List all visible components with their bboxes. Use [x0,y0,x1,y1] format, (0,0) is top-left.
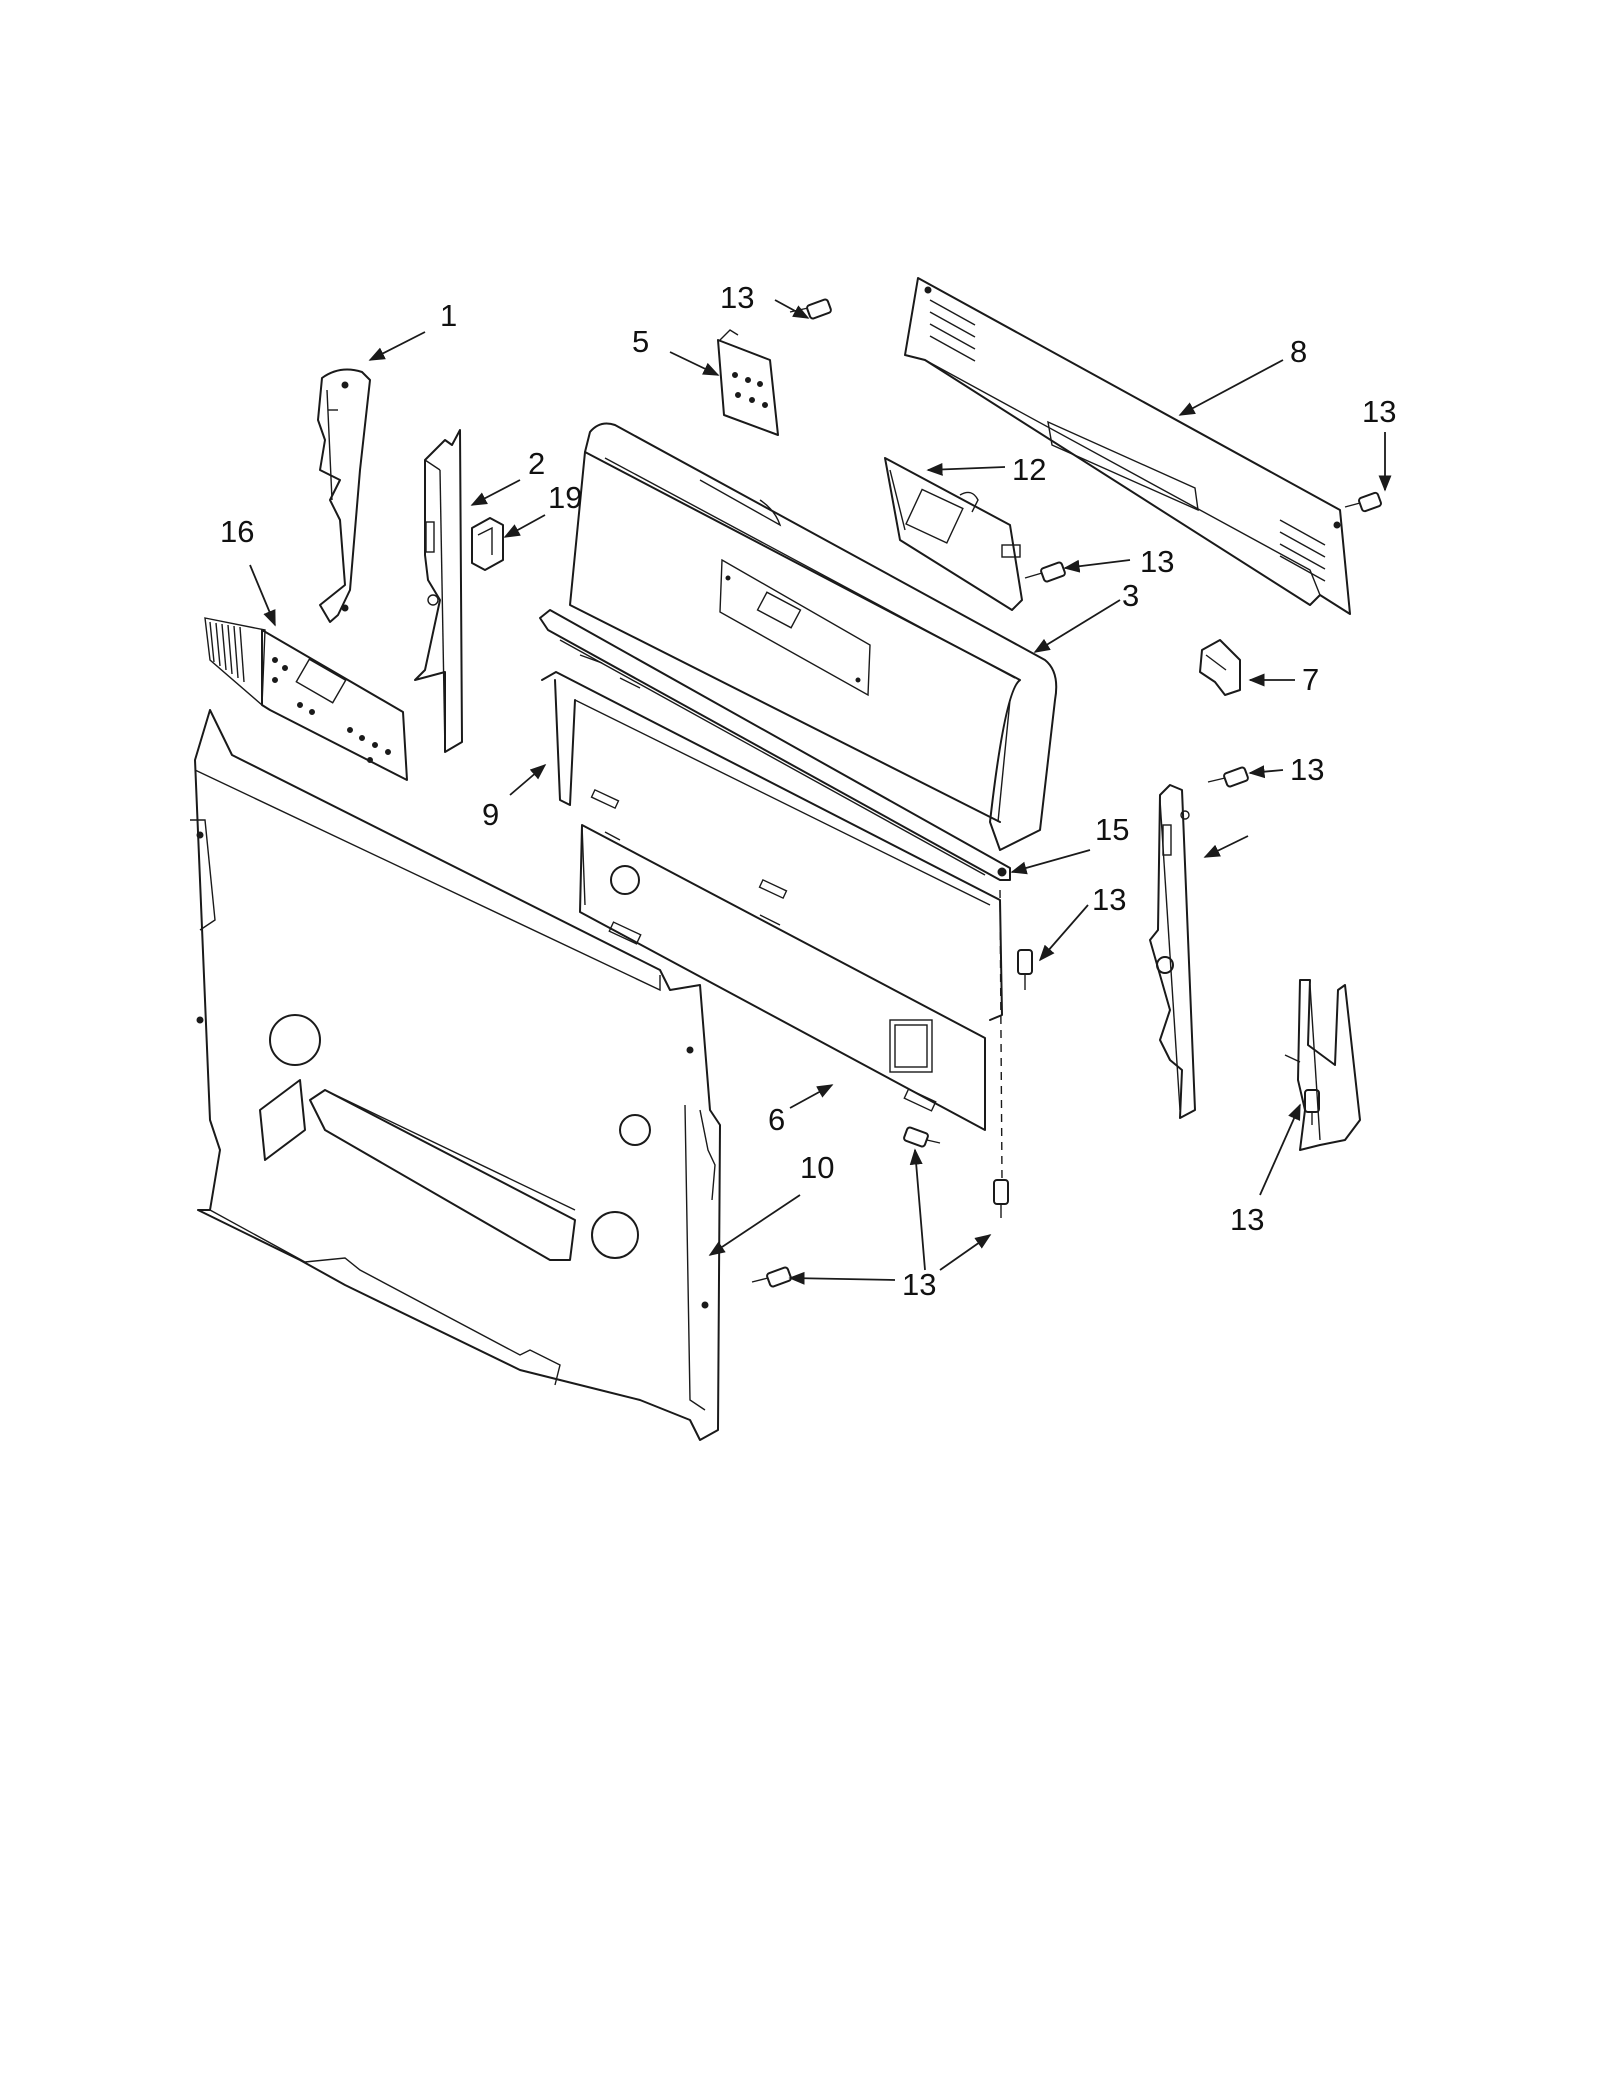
part-2-left-bracket [414,429,463,753]
screw-panel-6 [903,1126,941,1148]
part-10-rear-panel [190,709,721,1441]
dashed-alignment-line [999,889,1003,1181]
part-5-control-board [717,329,779,436]
screw-top-5 [789,298,832,320]
callout-13-top: 13 [720,280,754,315]
callout-3: 3 [1122,578,1139,613]
callout-13-board: 13 [1140,544,1174,579]
screw-panel-10 [751,1266,792,1288]
part-1-left-end-cap [317,368,371,623]
part-7-clip [1199,639,1241,696]
part-8-rear-vent-panel [904,277,1351,615]
callout-5: 5 [632,324,649,359]
part-12-electronic-control [884,457,1023,611]
part-15-right-bracket [997,784,1196,1119]
callout-13-middle: 13 [1092,882,1126,917]
screw-vertical-15 [1017,949,1033,990]
screw-lower-vertical [993,1179,1009,1218]
callout-7: 7 [1302,662,1319,697]
callout-13-bracket: 13 [1290,752,1324,787]
callout-9: 9 [482,797,499,832]
callout-labels: 1 2 3 5 6 7 8 9 10 12 13 13 13 13 13 13 … [220,280,1396,1302]
screw-board-12 [1024,561,1066,583]
callout-13-right-lower: 13 [1230,1202,1264,1237]
part-6-inner-panel [579,824,986,1131]
callout-6: 6 [768,1102,785,1137]
callout-10: 10 [800,1150,834,1185]
callout-13-right-top: 13 [1362,394,1396,429]
callout-15: 15 [1095,812,1129,847]
callout-12: 12 [1012,452,1046,487]
screw-right-bracket [1207,766,1249,788]
screw-panel-8 [1344,491,1382,513]
callout-8: 8 [1290,334,1307,369]
callout-16: 16 [220,514,254,549]
callout-13-bottom: 13 [902,1267,936,1302]
part-right-end-cap [1284,979,1361,1151]
part-16-control-overlay [204,617,408,781]
part-19-clip [471,517,504,571]
callout-1: 1 [440,298,457,333]
part-9-support-channel [539,609,1011,1021]
leader-lines [249,299,1392,1285]
part-3-control-panel [569,422,1058,851]
screw-right-end-cap [1304,1089,1320,1125]
screw-group [751,298,1382,1288]
callout-19: 19 [548,480,582,515]
callout-2: 2 [528,446,545,481]
